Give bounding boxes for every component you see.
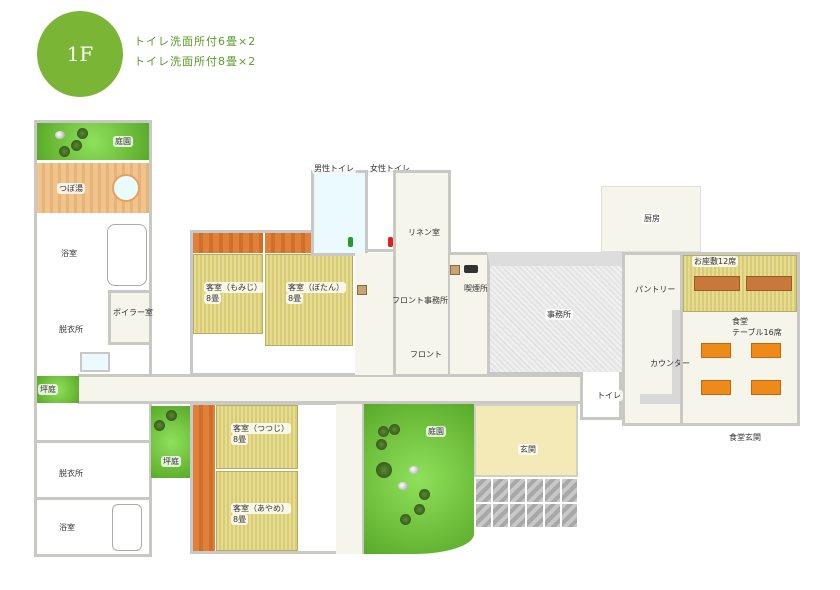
zashiki: お座敷12席 bbox=[683, 255, 797, 312]
courtyard-mid: 坪庭 bbox=[151, 406, 192, 478]
room-tsutsuji[interactable]: 客室（つつじ） 8畳 bbox=[216, 405, 298, 469]
counter-label: カウンター bbox=[650, 359, 690, 368]
mens-toilet-label: 男性トイレ bbox=[312, 163, 356, 174]
male-icon bbox=[348, 237, 353, 247]
dining-label: 食堂 bbox=[732, 317, 748, 326]
dressing-bottom: 脱衣所 bbox=[37, 440, 149, 495]
toilet-fixture bbox=[80, 352, 110, 372]
linen-label: リネン室 bbox=[408, 228, 440, 237]
legend-line-2: トイレ洗面所付8畳×2 bbox=[134, 55, 257, 68]
mens-toilet bbox=[311, 170, 368, 256]
smoking-icon bbox=[464, 265, 478, 273]
bath-bottom: 浴室 bbox=[37, 497, 149, 554]
bath-bottom-label: 浴室 bbox=[57, 522, 77, 533]
floor-badge: 1F bbox=[37, 11, 123, 97]
dining-table bbox=[701, 343, 731, 358]
door-mat bbox=[450, 265, 460, 275]
courtyard-left-label: 坪庭 bbox=[38, 384, 58, 395]
dining-table bbox=[751, 343, 781, 358]
dining-tables-label: テーブル16席 bbox=[732, 328, 782, 337]
garden-top: 庭園 bbox=[37, 123, 149, 160]
female-icon bbox=[388, 237, 393, 247]
courtyard-left: 坪庭 bbox=[37, 376, 79, 403]
room-momiji[interactable]: 客室（もみじ） 8畳 bbox=[193, 254, 264, 334]
kitchen: 厨房 bbox=[601, 186, 701, 252]
room-botan[interactable]: 客室（ぼたん） 8畳 bbox=[265, 254, 353, 346]
corridor bbox=[78, 374, 583, 404]
entrance-tiles bbox=[475, 478, 578, 528]
linen-room: リネン室 bbox=[393, 170, 451, 292]
office-label: 事務所 bbox=[545, 309, 573, 320]
pantry-label: パントリー bbox=[635, 285, 676, 294]
kitchen-label: 厨房 bbox=[642, 213, 662, 224]
front-label: フロント bbox=[410, 350, 442, 359]
botan-size: 8畳 bbox=[286, 293, 304, 304]
ayame-size: 8畳 bbox=[231, 514, 249, 525]
ayame-label: 客室（あやめ） bbox=[231, 503, 291, 514]
dressing-top-label: 脱衣所 bbox=[57, 324, 85, 335]
garden-main-label: 庭園 bbox=[426, 426, 446, 437]
botan-label: 客室（ぼたん） bbox=[286, 282, 346, 293]
womens-toilet-label: 女性トイレ bbox=[368, 163, 412, 174]
momiji-label: 客室（もみじ） bbox=[204, 282, 264, 293]
hall bbox=[336, 404, 362, 554]
front-office-label: フロント事務所 bbox=[392, 296, 448, 305]
toilet-label: トイレ bbox=[595, 390, 623, 401]
hall bbox=[355, 253, 395, 375]
dining-entrance-label: 食堂玄関 bbox=[727, 432, 763, 443]
boiler-room: ボイラー室 bbox=[108, 290, 153, 345]
dining-table bbox=[751, 380, 781, 395]
wood-floor bbox=[193, 233, 263, 253]
entrance-label: 玄関 bbox=[518, 444, 538, 455]
zashiki-label: お座敷12席 bbox=[692, 256, 739, 267]
garden-top-label: 庭園 bbox=[113, 136, 133, 147]
courtyard-mid-label: 坪庭 bbox=[161, 456, 181, 467]
tsutsuji-size: 8畳 bbox=[231, 434, 249, 445]
front-area: フロント事務所 フロント bbox=[392, 289, 451, 377]
wood-floor bbox=[265, 233, 313, 253]
legend-line-1: トイレ洗面所付6畳×2 bbox=[134, 35, 257, 48]
room-ayame[interactable]: 客室（あやめ） 8畳 bbox=[216, 471, 298, 551]
garden-main: 庭園 bbox=[364, 404, 474, 554]
divider bbox=[680, 255, 683, 423]
tsuboyu-label: つぼ湯 bbox=[57, 183, 85, 194]
entrance: 玄関 bbox=[474, 404, 578, 477]
boiler-label: ボイラー室 bbox=[113, 308, 153, 317]
door-mat bbox=[357, 285, 367, 295]
smoking-label: 喫煙所 bbox=[464, 284, 488, 293]
wood-floor bbox=[193, 405, 215, 551]
tsutsuji-label: 客室（つつじ） bbox=[231, 423, 291, 434]
bath-top-label: 浴室 bbox=[59, 248, 79, 259]
tsuboyu: つぼ湯 bbox=[37, 163, 149, 213]
bath-top: 浴室 bbox=[37, 216, 149, 300]
dining-table bbox=[701, 380, 731, 395]
office: 事務所 bbox=[487, 252, 627, 375]
momiji-size: 8畳 bbox=[204, 293, 222, 304]
toilet-room: トイレ bbox=[580, 372, 623, 420]
dressing-bottom-label: 脱衣所 bbox=[57, 468, 85, 479]
dressing-top: 脱衣所 bbox=[37, 302, 107, 372]
counter bbox=[640, 310, 682, 404]
